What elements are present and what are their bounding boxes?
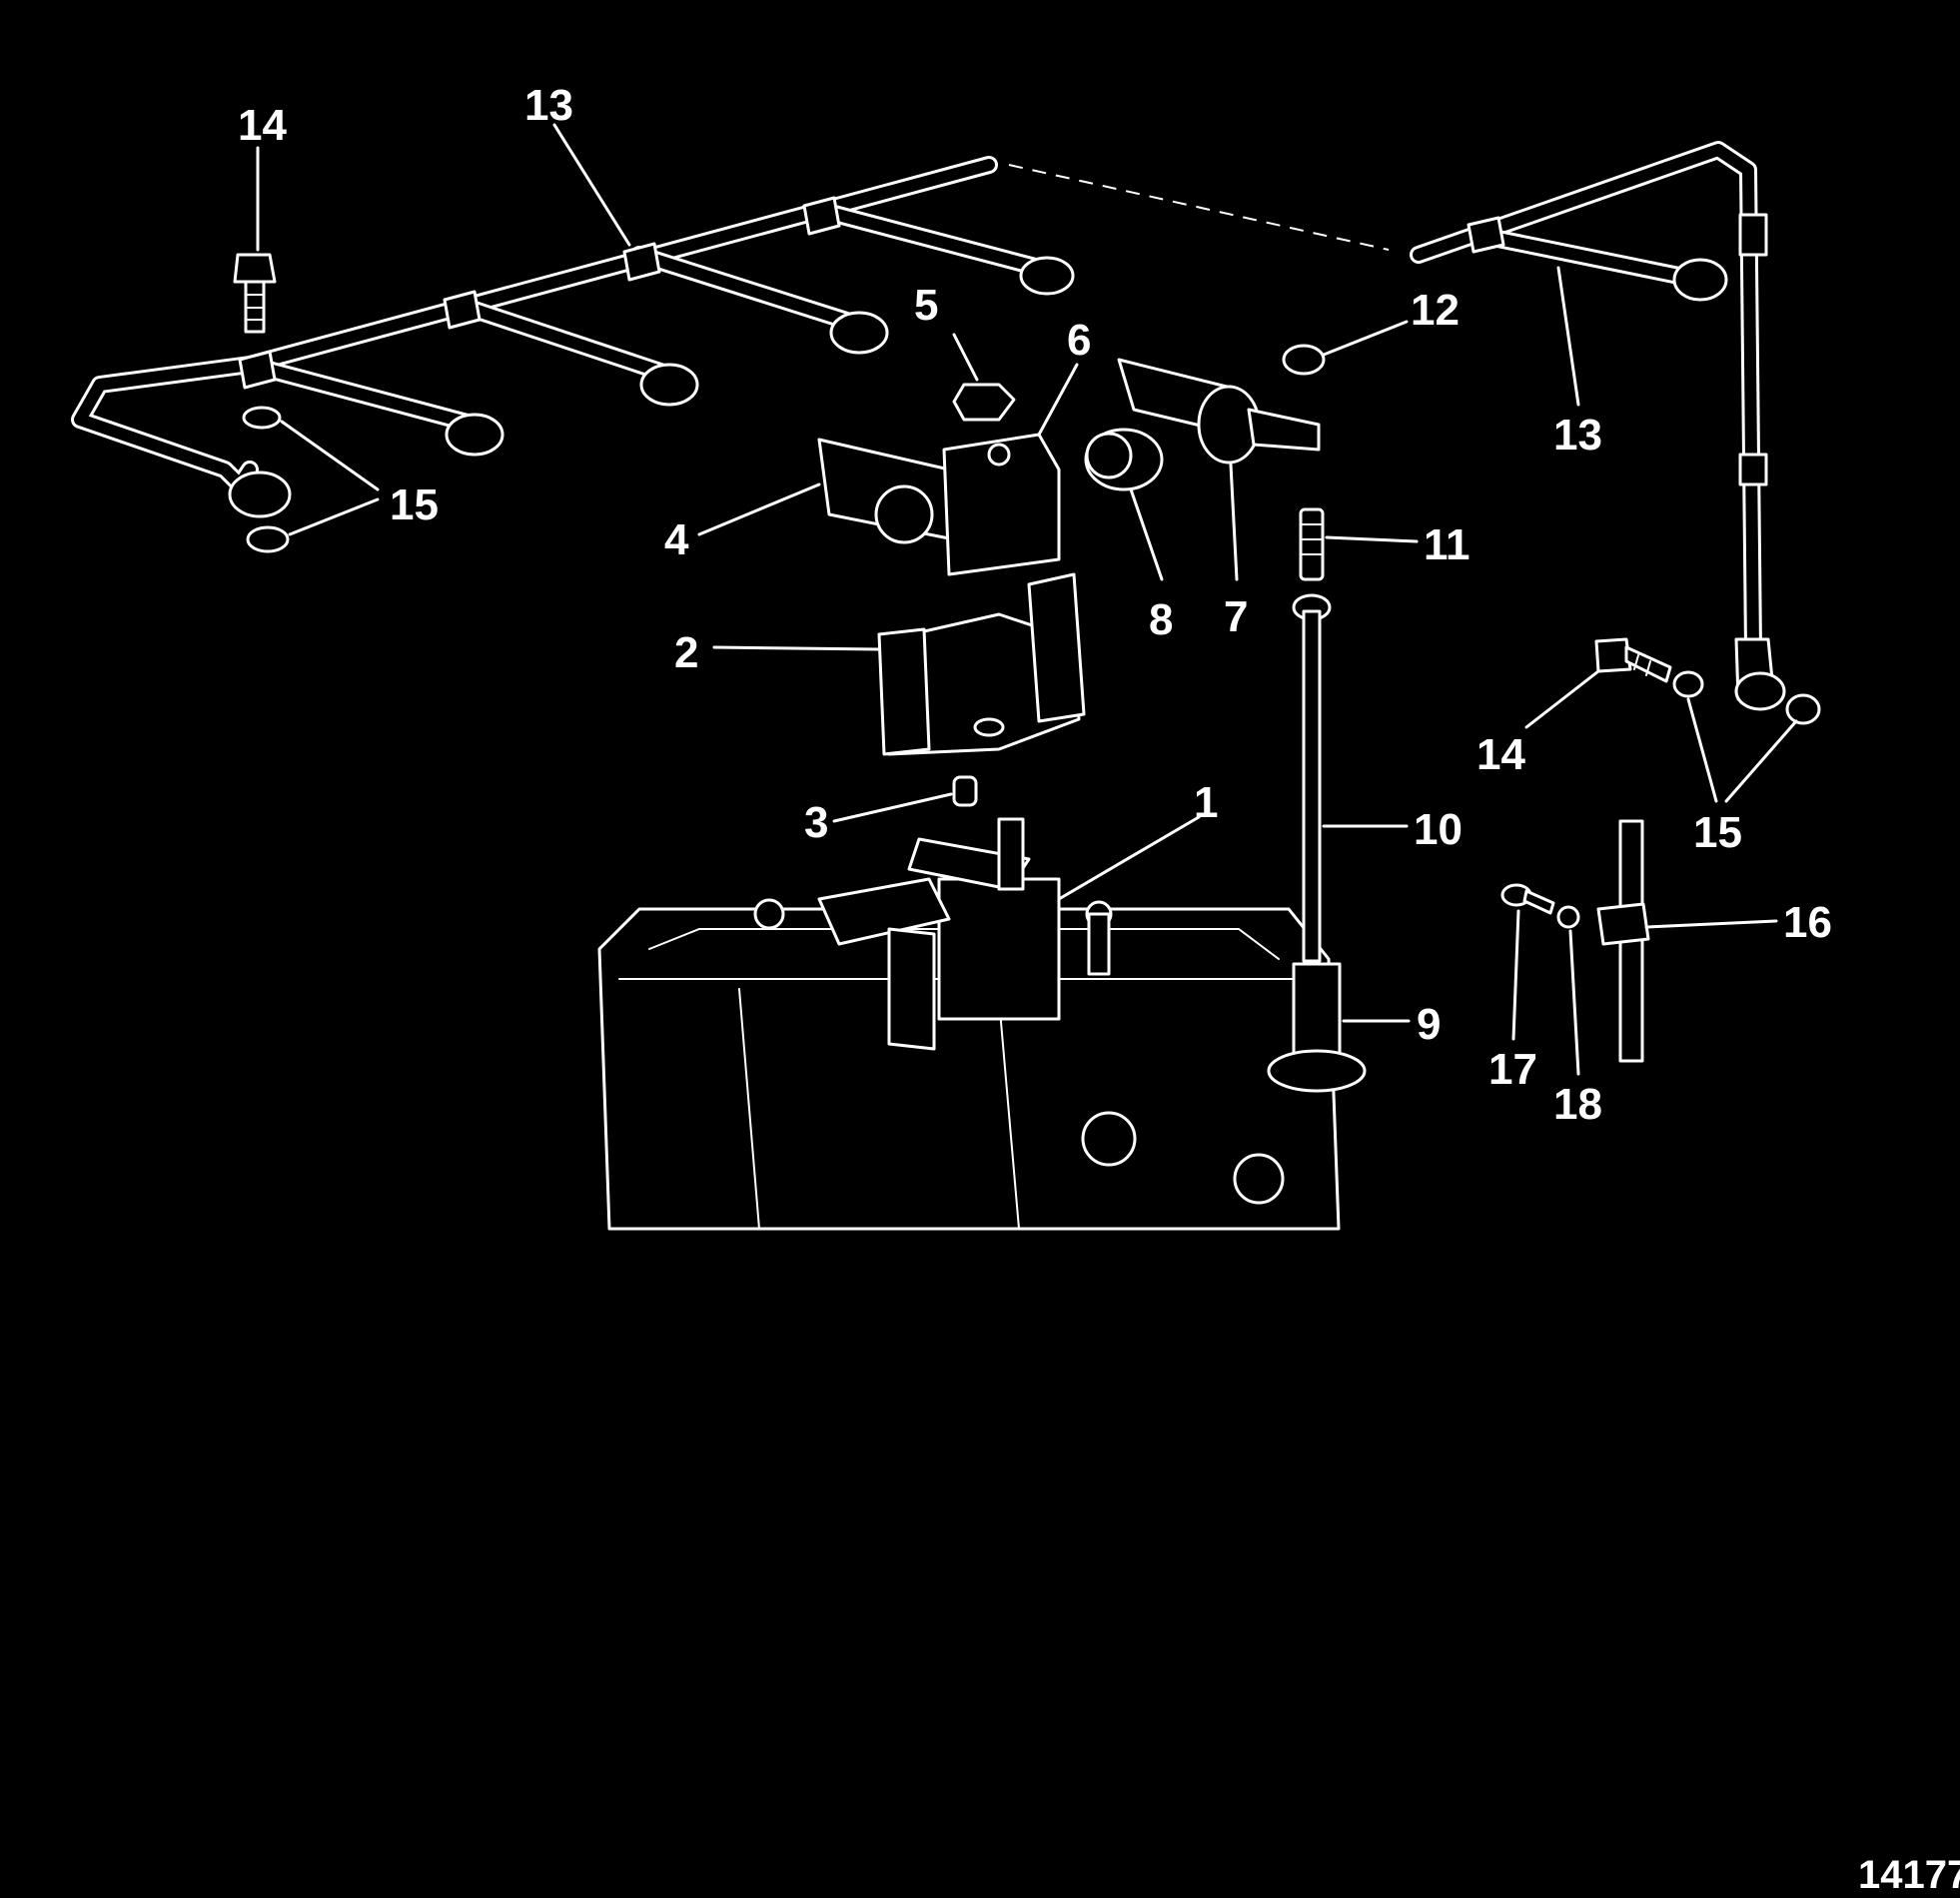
callout-13-right: 13 [1553, 411, 1602, 460]
callout-6: 6 [1067, 316, 1091, 365]
banjo-fitting [1672, 258, 1728, 302]
callout-numbers: 1 2 3 4 5 6 7 8 9 10 11 12 13 13 14 14 1… [238, 81, 1832, 1129]
callout-14-right: 14 [1476, 730, 1525, 779]
rocker-bracket [877, 572, 1086, 756]
callout-11: 11 [1424, 520, 1470, 569]
clamp-screw [1500, 883, 1555, 915]
manifold-continuation-line [1008, 164, 1390, 251]
callout-17: 17 [1488, 1045, 1537, 1094]
valve-lifter [1267, 962, 1367, 1093]
tube-union [1738, 213, 1768, 257]
callout-3: 3 [804, 798, 828, 847]
banjo-fitting [829, 311, 889, 355]
tee-fitting [1467, 216, 1505, 254]
rocker-assembly-installed [817, 817, 1113, 1051]
tube-union [1738, 453, 1768, 486]
banjo-fitting [228, 471, 292, 518]
rocker-pivot-ball [1084, 428, 1164, 491]
tee-fitting [802, 196, 841, 236]
sealing-washer-right-inner [1672, 670, 1704, 698]
banjo-fitting [639, 363, 699, 407]
callout-5: 5 [914, 281, 938, 330]
adjusting-stud [1299, 507, 1325, 581]
callout-2: 2 [674, 628, 698, 677]
callout-4: 4 [664, 515, 689, 564]
callout-8: 8 [1149, 595, 1173, 644]
figure-number: 14177 [1858, 1853, 1960, 1897]
banjo-bolt-right [1594, 637, 1672, 683]
tee-fitting [622, 242, 661, 282]
banjo-bolt-left [233, 253, 277, 334]
banjo-fitting [1019, 256, 1075, 296]
callout-14-left: 14 [238, 101, 287, 150]
callout-12: 12 [1411, 286, 1460, 335]
sealing-washer-left-lower [246, 525, 290, 553]
callout-16: 16 [1783, 898, 1832, 947]
callout-9: 9 [1417, 1000, 1441, 1049]
leader-lines [256, 123, 1798, 1076]
tee-fitting [238, 350, 277, 390]
callout-1: 1 [1194, 778, 1218, 827]
callout-10: 10 [1414, 805, 1463, 854]
rocker-arm [1117, 358, 1321, 465]
banjo-fitting [1734, 671, 1786, 711]
oil-manifold-left [71, 156, 1075, 518]
rocker-stud [952, 775, 978, 807]
clamp-washer [1556, 905, 1580, 929]
callout-13-left: 13 [524, 81, 573, 130]
tube-clamp [1596, 819, 1650, 1063]
banjo-fitting [445, 413, 504, 457]
callout-7: 7 [1224, 592, 1248, 641]
sealing-washer-left-upper [242, 406, 282, 430]
callout-18: 18 [1553, 1080, 1602, 1129]
rocker-arm-pivot [817, 433, 1061, 576]
sealing-washer-right-outer [1785, 693, 1821, 725]
cylinder-head [597, 898, 1341, 1231]
push-rod [1292, 593, 1332, 963]
rocker-nut [952, 383, 1016, 422]
oil-manifold-right [1410, 141, 1786, 711]
tee-fitting [443, 290, 482, 330]
push-rod-nut [1282, 344, 1326, 376]
callout-15-left: 15 [390, 480, 439, 529]
callout-15-right: 15 [1693, 808, 1742, 857]
